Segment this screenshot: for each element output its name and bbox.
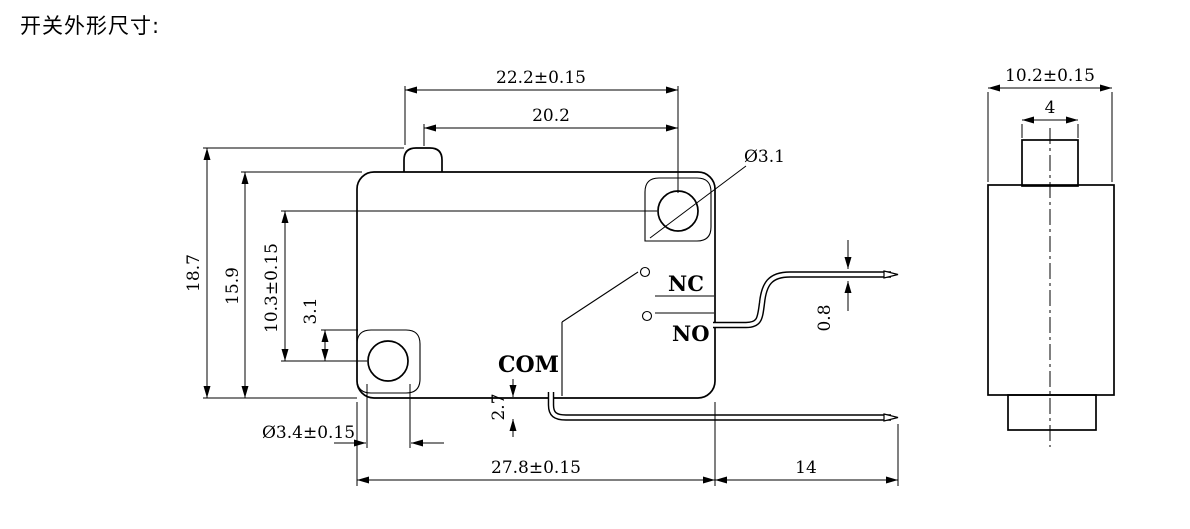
dim-text-top-hole-diameter: Ø3.1 <box>744 147 785 167</box>
dim-terminal-thickness: 0.8 <box>815 240 852 332</box>
com-terminal-blade <box>547 392 899 422</box>
dim-text-total-height: 18.7 <box>184 254 204 292</box>
front-view: NC NO COM 22. <box>184 68 899 486</box>
dim-terminal-length: 14 <box>715 424 899 486</box>
nc-blade-tip <box>883 270 899 279</box>
dim-text-plunger-width: 4 <box>1045 98 1056 118</box>
no-contact-point <box>641 310 653 322</box>
dim-total-height: 18.7 <box>184 147 404 399</box>
com-label: COM <box>498 352 559 378</box>
dimensions-front: 22.2±0.15 20.2 Ø3.1 <box>184 68 899 486</box>
dim-text-body-depth: 10.2±0.15 <box>1005 66 1095 86</box>
internal-contacts <box>561 266 714 396</box>
dim-body-depth: 10.2±0.15 <box>987 66 1113 182</box>
com-blade-inner <box>549 392 889 420</box>
dim-overall-width-top: 22.2±0.15 <box>404 68 679 193</box>
nc-terminal-blade <box>713 270 899 329</box>
switch-body <box>356 147 716 399</box>
dim-text-hole-center-distance: 10.3±0.15 <box>262 243 282 333</box>
com-blade-outer <box>547 392 891 421</box>
dim-text-overall-width-top: 22.2±0.15 <box>496 68 586 88</box>
dim-bottom-hole-diameter: Ø3.4±0.15 <box>262 384 444 448</box>
nc-blade-inner <box>713 272 889 327</box>
page-title: 开关外形尺寸: <box>20 14 161 38</box>
bottom-mounting-hole <box>367 340 409 382</box>
dim-plunger-width: 4 <box>1021 98 1079 138</box>
dim-body-height: 15.9 <box>223 171 362 398</box>
com-blade-tip <box>883 413 899 422</box>
dim-text-terminal-thickness: 0.8 <box>815 304 835 331</box>
top-mounting-hole <box>657 190 699 232</box>
plunger-button <box>403 147 443 172</box>
dimensions-side: 10.2±0.15 4 <box>987 66 1113 182</box>
side-view: 10.2±0.15 4 <box>987 66 1115 447</box>
dim-text-bottom-hole-diameter: Ø3.4±0.15 <box>262 423 355 443</box>
dim-top-hole-diameter: Ø3.1 <box>649 147 785 239</box>
bottom-mounting-boss <box>356 329 421 394</box>
dim-com-terminal-offset: 2.7 <box>489 379 517 437</box>
dim-text-body-width: 27.8±0.15 <box>491 458 581 478</box>
dim-text-body-height: 15.9 <box>223 267 243 305</box>
dim-text-com-terminal-offset: 2.7 <box>489 393 509 420</box>
dim-text-terminal-length: 14 <box>795 458 817 478</box>
dim-text-hole-edge-offset: 3.1 <box>301 297 321 324</box>
dim-hole-center-distance: 10.3±0.15 <box>262 210 657 362</box>
nc-contact-point <box>639 266 651 278</box>
dim-hole-edge-offset: 3.1 <box>301 297 358 361</box>
dim-plunger-to-hole: 20.2 <box>423 106 678 146</box>
contact-lever <box>561 271 639 323</box>
side-body <box>987 184 1115 396</box>
no-label: NO <box>672 321 710 346</box>
nc-label: NC <box>668 271 704 296</box>
top-mounting-boss <box>644 177 712 242</box>
switch-body-outline <box>356 171 716 399</box>
dim-text-plunger-to-hole: 20.2 <box>532 106 570 126</box>
side-bottom-step <box>1007 394 1097 431</box>
nc-blade-outer <box>713 271 891 329</box>
